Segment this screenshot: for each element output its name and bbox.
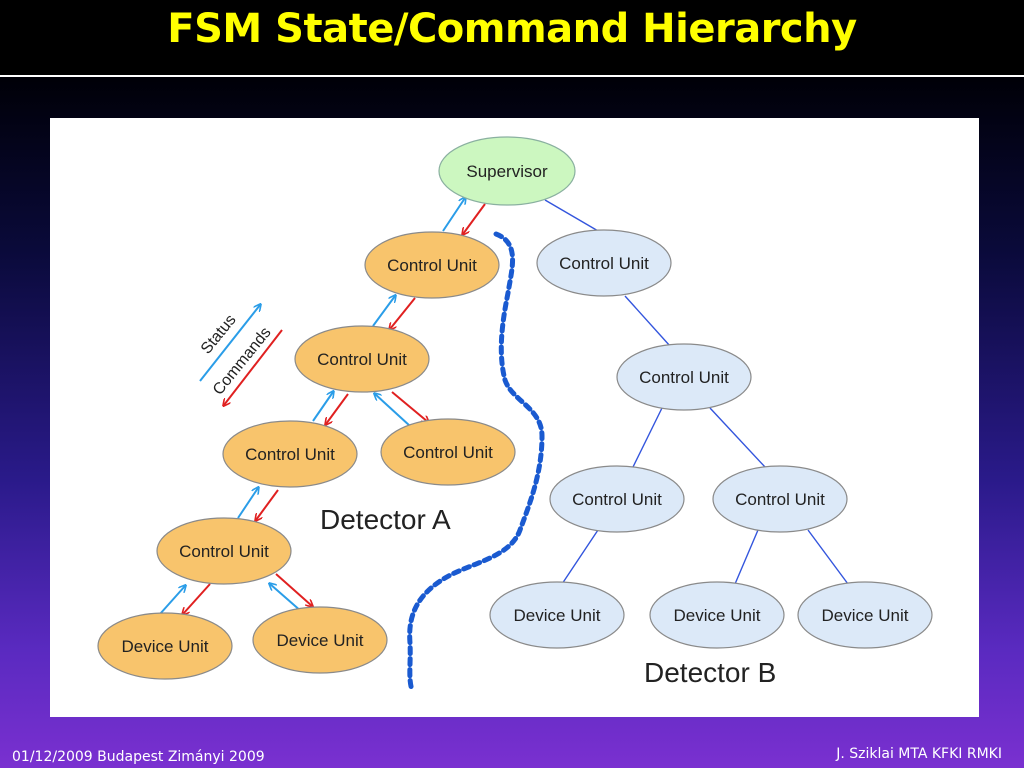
status-arrows <box>159 198 465 615</box>
b-control-unit-2: Control Unit <box>616 343 752 411</box>
b-device-unit-1-label: Device Unit <box>514 606 601 625</box>
b-control-unit-4: Control Unit <box>712 465 848 533</box>
b-control-unit-4-label: Control Unit <box>735 490 825 509</box>
footer-author: J. Sziklai MTA KFKI RMKI <box>836 746 1002 762</box>
a-control-unit-3-label: Control Unit <box>245 445 335 464</box>
b-control-unit-3: Control Unit <box>549 465 685 533</box>
b-device-unit-2: Device Unit <box>649 581 785 649</box>
legend-status-label: Status <box>198 312 240 358</box>
diagram-panel: Status Commands Supervisor Control Unit … <box>50 118 979 717</box>
a-device-unit-1: Device Unit <box>97 612 233 680</box>
title-bar <box>0 0 1024 76</box>
b-device-unit-3: Device Unit <box>797 581 933 649</box>
a-control-unit-3: Control Unit <box>222 420 358 488</box>
detector-b-connectors <box>544 199 849 585</box>
title-divider <box>0 75 1024 77</box>
legend: Status Commands <box>198 305 283 405</box>
detector-separator <box>407 231 545 693</box>
a-device-unit-2: Device Unit <box>252 606 388 674</box>
b-device-unit-3-label: Device Unit <box>822 606 909 625</box>
command-arrows <box>183 203 486 614</box>
a-control-unit-1: Control Unit <box>364 231 500 299</box>
b-control-unit-1-label: Control Unit <box>559 254 649 273</box>
legend-commands-arrow <box>224 329 283 405</box>
a-control-unit-4: Control Unit <box>380 418 516 486</box>
legend-status-arrow <box>199 305 260 382</box>
slide-title: FSM State/Command Hierarchy <box>167 6 857 52</box>
a-device-unit-1-label: Device Unit <box>122 637 209 656</box>
a-control-unit-5: Control Unit <box>156 517 292 585</box>
footer-date-venue: 01/12/2009 Budapest Zimányi 2009 <box>12 749 265 765</box>
a-control-unit-2: Control Unit <box>294 325 430 393</box>
fsm-diagram: Status Commands Supervisor Control Unit … <box>97 136 933 693</box>
a-device-unit-2-label: Device Unit <box>277 631 364 650</box>
b-control-unit-3-label: Control Unit <box>572 490 662 509</box>
supervisor-node: Supervisor <box>438 136 576 206</box>
detector-a-nodes: Control Unit Control Unit Control Unit C… <box>97 231 516 680</box>
b-control-unit-1: Control Unit <box>536 229 672 297</box>
a-control-unit-4-label: Control Unit <box>403 443 493 462</box>
b-device-unit-1: Device Unit <box>489 581 625 649</box>
detector-b-label: Detector B <box>644 657 776 688</box>
b-device-unit-2-label: Device Unit <box>674 606 761 625</box>
detector-b-nodes: Control Unit Control Unit Control Unit C… <box>489 229 933 649</box>
a-control-unit-2-label: Control Unit <box>317 350 407 369</box>
a-control-unit-5-label: Control Unit <box>179 542 269 561</box>
a-control-unit-1-label: Control Unit <box>387 256 477 275</box>
detector-a-label: Detector A <box>320 504 451 535</box>
b-control-unit-2-label: Control Unit <box>639 368 729 387</box>
supervisor-label: Supervisor <box>466 162 548 181</box>
